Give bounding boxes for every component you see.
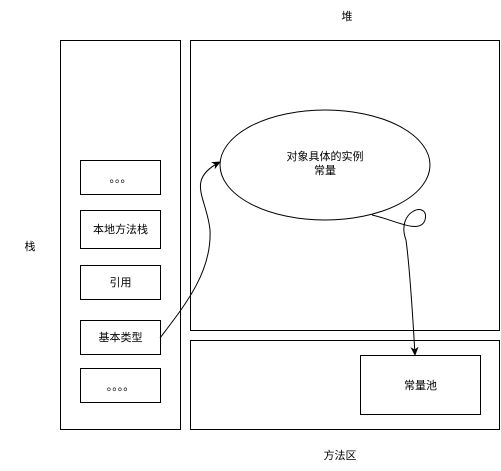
- stack-label: 栈: [25, 239, 36, 253]
- stack-item-reference: [80, 265, 161, 300]
- stack-item-ellipsis-top: [80, 160, 161, 195]
- stack-item-ellipsis-bottom: [80, 368, 161, 403]
- ellipse-line2: 常量: [314, 164, 336, 177]
- constant-pool-label: 常量池: [404, 379, 437, 392]
- arrow-heap-to-constant-pool: [371, 209, 426, 356]
- stack-item-label: 。。。。: [107, 380, 135, 393]
- stack-item-label: 引用: [110, 275, 132, 289]
- stack-item-native-method-stack: [80, 210, 161, 249]
- stack-item-label: 。。。: [110, 172, 132, 185]
- arrow-primitive-to-heap: [159, 161, 221, 339]
- constant-pool-box: [360, 355, 481, 415]
- stack-item-primitive-type: [80, 320, 161, 355]
- method-area-label: 方法区: [324, 448, 357, 462]
- stack-item-label: 基本类型: [99, 330, 143, 344]
- ellipse-line1: 对象具体的实例: [287, 149, 364, 163]
- stack-item-label: 本地方法栈: [93, 222, 148, 236]
- heap-label: 堆: [342, 10, 353, 23]
